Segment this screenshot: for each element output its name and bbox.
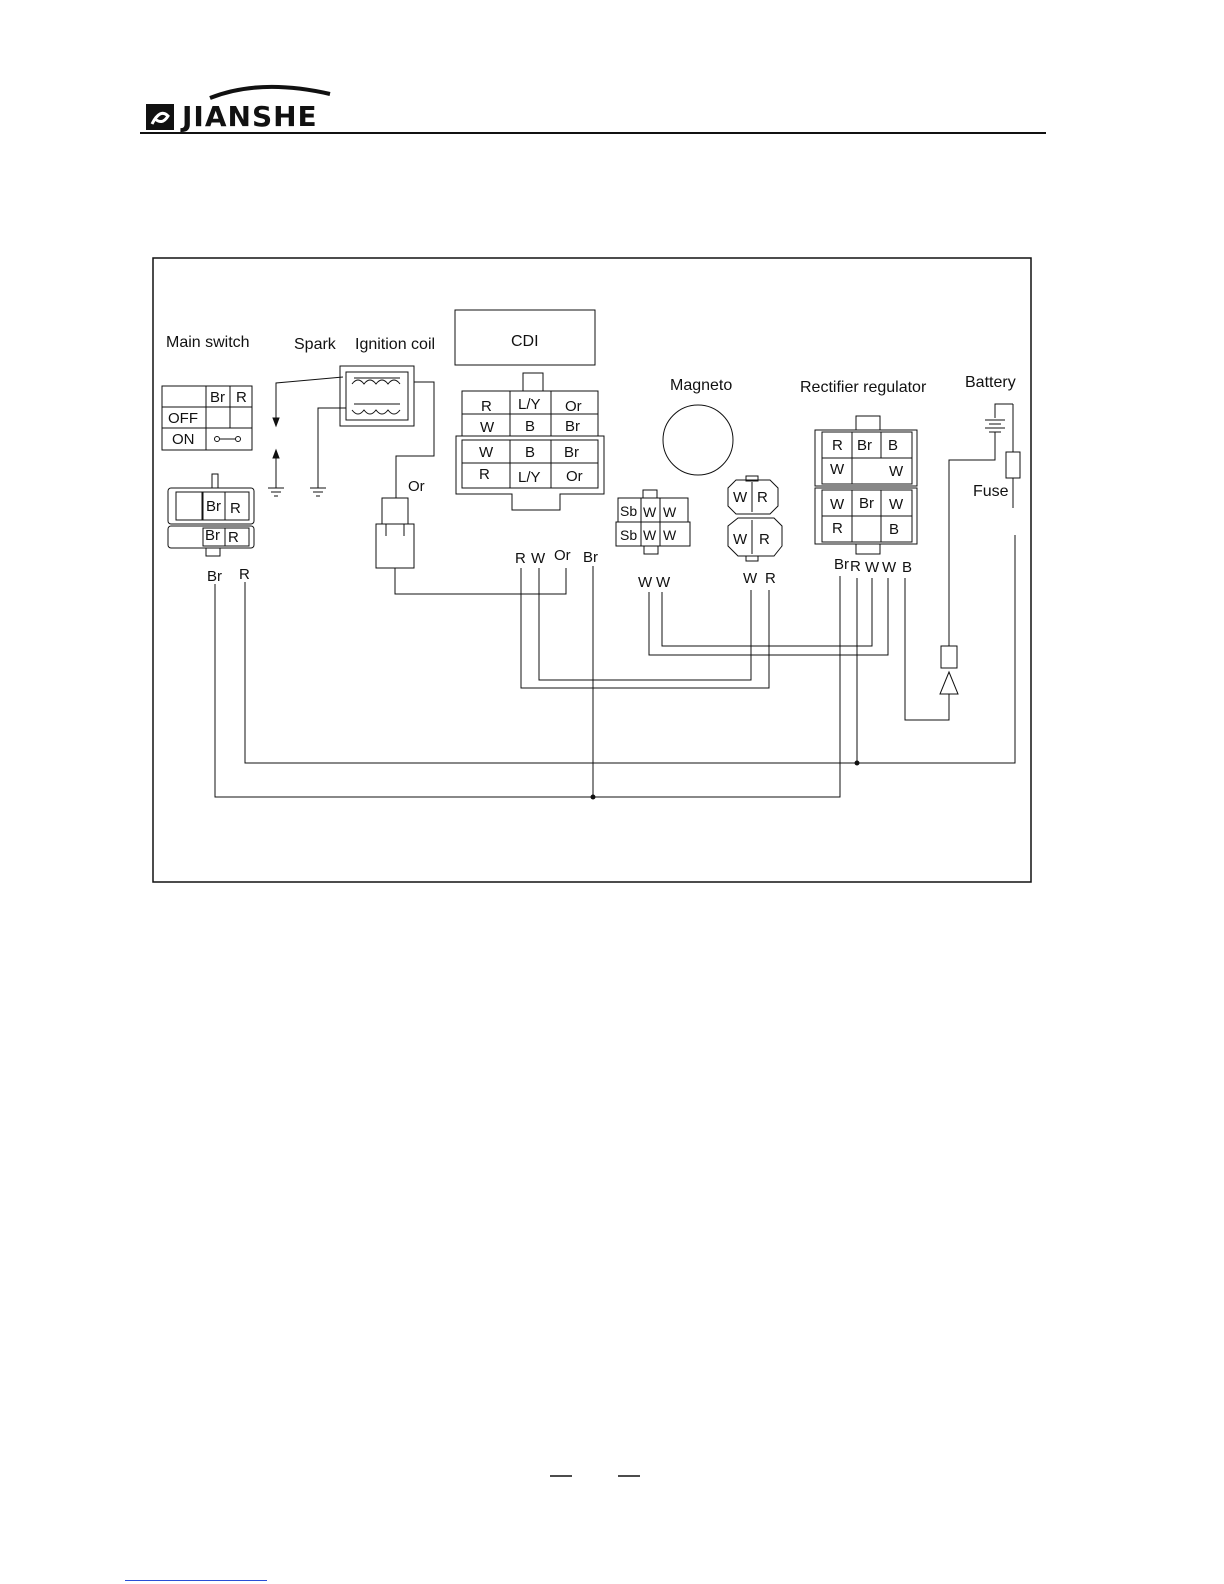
switch-col-r: R (236, 389, 247, 406)
mag-r-2: R (757, 489, 768, 506)
cdi-bot-5: L/Y (518, 469, 541, 486)
wire-mag-r: R (765, 570, 776, 587)
cdi-bot-6: Or (566, 468, 583, 485)
label-magneto: Magneto (670, 377, 732, 394)
mag-l-4: Sb (620, 527, 637, 543)
battery-symbol (949, 404, 1013, 646)
junction-r (855, 761, 860, 766)
cdi-bot-4: R (479, 466, 490, 483)
wire-ms-r: R (239, 566, 250, 583)
reg-t-5: W (889, 463, 904, 480)
wire-reg-r: R (850, 558, 861, 575)
cdi-top-4: W (480, 419, 495, 436)
reg-b-5: B (889, 521, 899, 538)
wire-coil-or: Or (408, 478, 425, 495)
conn-ms-r2: R (228, 529, 239, 546)
wire-cdi-br: Br (583, 549, 598, 566)
mag-l-6: W (663, 527, 677, 543)
wire-ms-br: Br (207, 568, 222, 585)
cdi-bot-1: W (479, 444, 494, 461)
magneto-symbol (663, 405, 733, 475)
diode-symbol (940, 646, 958, 694)
reg-t-1: R (832, 437, 843, 454)
cdi-bot-2: B (525, 444, 535, 461)
label-spark: Spark (294, 336, 337, 353)
conn-ms-br1: Br (206, 498, 221, 515)
label-battery: Battery (965, 374, 1016, 391)
mag-l-2: W (643, 504, 657, 520)
diagram-frame (153, 258, 1031, 882)
cdi-top-6: Br (565, 418, 580, 435)
reg-b-3: W (889, 496, 904, 513)
label-ignition-coil: Ignition coil (355, 336, 435, 353)
mag-l-3: W (663, 504, 677, 520)
cdi-label: CDI (511, 333, 539, 350)
cdi-bot-3: Br (564, 444, 579, 461)
label-rectifier-regulator: Rectifier regulator (800, 379, 927, 396)
mag-r-4: R (759, 531, 770, 548)
cdi-top-3: Or (565, 398, 582, 415)
reg-t-4: W (830, 461, 845, 478)
conn-ms-r1: R (230, 500, 241, 517)
reg-b-1: W (830, 496, 845, 513)
wire-reg-w2: W (882, 559, 897, 576)
wire-mag-w3: W (743, 570, 758, 587)
cdi-connector (456, 373, 604, 510)
cdi-top-1: R (481, 398, 492, 415)
reg-t-2: Br (857, 437, 872, 454)
mag-l-5: W (643, 527, 657, 543)
coil-connector (376, 498, 414, 568)
mag-r-1: W (733, 489, 748, 506)
reg-t-3: B (888, 437, 898, 454)
wire-cdi-w: W (531, 550, 546, 567)
reg-b-2: Br (859, 495, 874, 512)
conn-ms-br2: Br (205, 527, 220, 544)
spark-plug-symbol (268, 377, 343, 496)
reg-b-4: R (832, 520, 843, 537)
junction-br (591, 795, 596, 800)
wire-cdi-r: R (515, 550, 526, 567)
mag-r-3: W (733, 531, 748, 548)
wire-mag-w1: W (638, 574, 653, 591)
wire-reg-w1: W (865, 559, 880, 576)
switch-row-off: OFF (168, 410, 198, 427)
label-main-switch: Main switch (166, 334, 250, 351)
wire-mag-w2: W (656, 574, 671, 591)
mag-l-1: Sb (620, 503, 637, 519)
switch-row-on: ON (172, 431, 195, 448)
wire-cdi-or: Or (554, 547, 571, 564)
cdi-top-5: B (525, 418, 535, 435)
wire-reg-br: Br (834, 556, 849, 573)
switch-col-br: Br (210, 389, 225, 406)
footer-link-underline (125, 1580, 267, 1581)
magneto-connector-left (616, 490, 690, 554)
wire-reg-b: B (902, 559, 912, 576)
label-fuse: Fuse (973, 483, 1009, 500)
cdi-top-2: L/Y (518, 396, 541, 413)
